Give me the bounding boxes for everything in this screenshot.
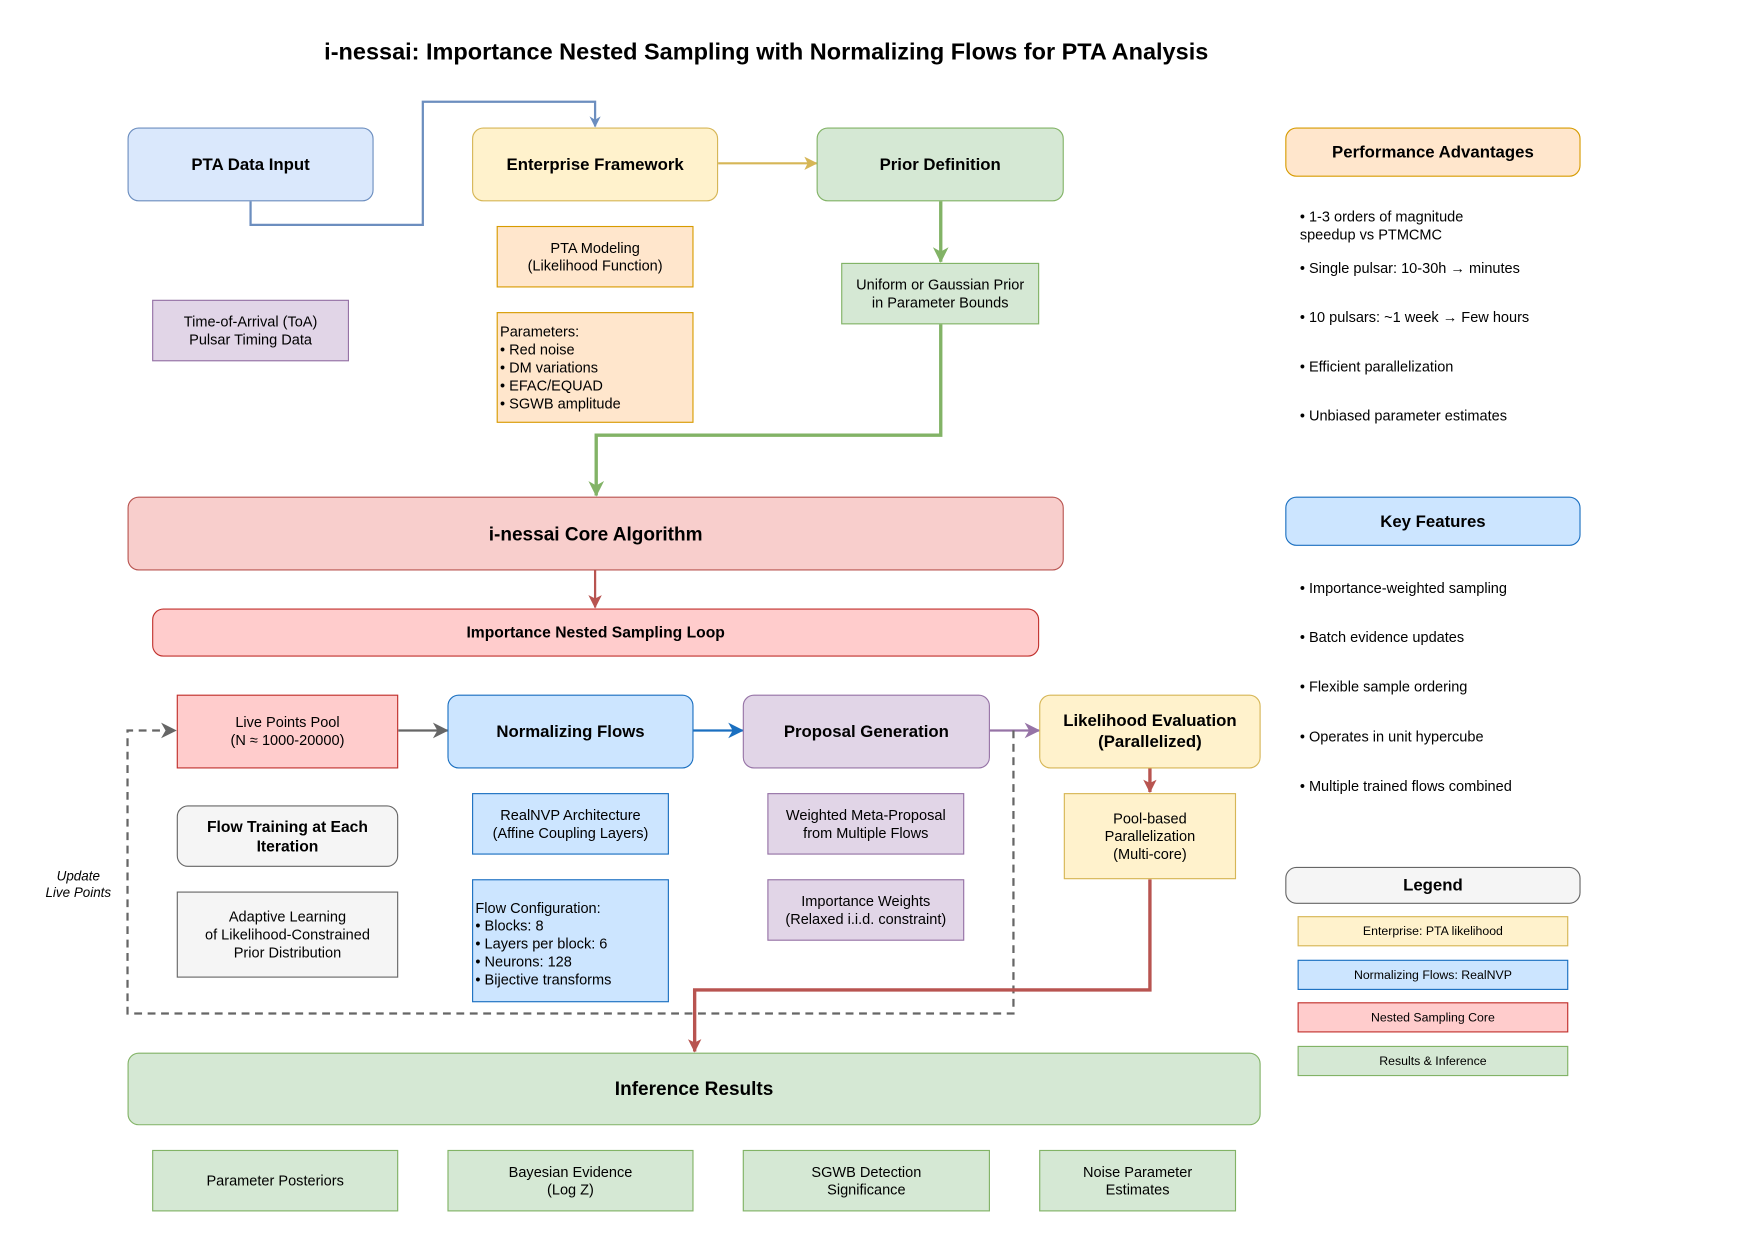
node-meta-proposal[interactable]: Weighted Meta-Proposal from Multiple Flo…	[767, 793, 965, 855]
node-prior-definition[interactable]: Prior Definition	[816, 127, 1064, 202]
feature-item: • Importance-weighted sampling	[1299, 579, 1507, 597]
output-noise-estimates[interactable]: Noise Parameter Estimates	[1039, 1149, 1237, 1212]
performance-item: • Efficient parallelization	[1299, 357, 1454, 375]
node-likelihood-evaluation[interactable]: Likelihood Evaluation (Parallelized)	[1039, 694, 1261, 769]
legend-item-results: Results & Inference	[1297, 1045, 1569, 1077]
node-normalizing-flows[interactable]: Normalizing Flows	[447, 694, 694, 769]
node-importance-weights[interactable]: Importance Weights (Relaxed i.i.d. const…	[767, 879, 965, 941]
feature-item: • Multiple trained flows combined	[1299, 777, 1512, 795]
feature-item: • Batch evidence updates	[1299, 628, 1465, 646]
node-flow-config[interactable]: Flow Configuration: • Blocks: 8 • Layers…	[472, 879, 669, 1003]
node-pta-data-input[interactable]: PTA Data Input	[127, 127, 374, 202]
output-parameter-posteriors[interactable]: Parameter Posteriors	[152, 1149, 399, 1212]
legend-item-normalizing-flows: Normalizing Flows: RealNVP	[1297, 959, 1569, 990]
node-core-algorithm[interactable]: i-nessai Core Algorithm	[127, 496, 1064, 571]
performance-item: • Single pulsar: 10-30h → minutes	[1299, 259, 1520, 277]
node-proposal-generation[interactable]: Proposal Generation	[742, 694, 990, 769]
diagram-title: i-nessai: Importance Nested Sampling wit…	[324, 39, 1209, 65]
performance-item: • Unbiased parameter estimates	[1299, 407, 1507, 424]
node-pool-parallelization[interactable]: Pool-based Parallelization (Multi-core)	[1063, 793, 1237, 880]
node-parameters[interactable]: Parameters: • Red noise • DM variations …	[496, 312, 694, 423]
node-enterprise-framework[interactable]: Enterprise Framework	[472, 127, 719, 202]
node-live-points-pool[interactable]: Live Points Pool (N ≈ 1000-20000)	[176, 694, 399, 769]
output-bayesian-evidence[interactable]: Bayesian Evidence (Log Z)	[447, 1149, 694, 1212]
performance-advantages-header: Performance Advantages	[1285, 127, 1581, 177]
feature-item: • Flexible sample ordering	[1299, 677, 1468, 695]
feature-item: • Operates in unit hypercube	[1299, 728, 1484, 745]
node-inference-results[interactable]: Inference Results	[127, 1052, 1261, 1126]
node-flow-training[interactable]: Flow Training at Each Iteration	[176, 805, 399, 867]
node-sampling-loop[interactable]: Importance Nested Sampling Loop	[152, 608, 1040, 657]
node-pta-modeling[interactable]: PTA Modeling (Likelihood Function)	[496, 225, 694, 288]
key-features-header: Key Features	[1285, 496, 1581, 546]
legend-item-enterprise: Enterprise: PTA likelihood	[1297, 916, 1569, 947]
update-live-points-label: Update Live Points	[45, 868, 112, 901]
node-adaptive-learning[interactable]: Adaptive Learning of Likelihood-Constrai…	[176, 891, 399, 978]
node-prior-type[interactable]: Uniform or Gaussian Prior in Parameter B…	[841, 262, 1040, 325]
legend-header: Legend	[1285, 866, 1581, 904]
legend-item-nested-sampling: Nested Sampling Core	[1297, 1002, 1569, 1033]
performance-item: • 1-3 orders of magnitude speedup vs PTM…	[1299, 208, 1464, 243]
node-toa-data[interactable]: Time-of-Arrival (ToA) Pulsar Timing Data	[152, 299, 350, 362]
node-realnvp[interactable]: RealNVP Architecture (Affine Coupling La…	[472, 793, 669, 855]
output-sgwb-detection[interactable]: SGWB Detection Significance	[742, 1149, 990, 1212]
performance-item: • 10 pulsars: ~1 week → Few hours	[1299, 308, 1530, 326]
